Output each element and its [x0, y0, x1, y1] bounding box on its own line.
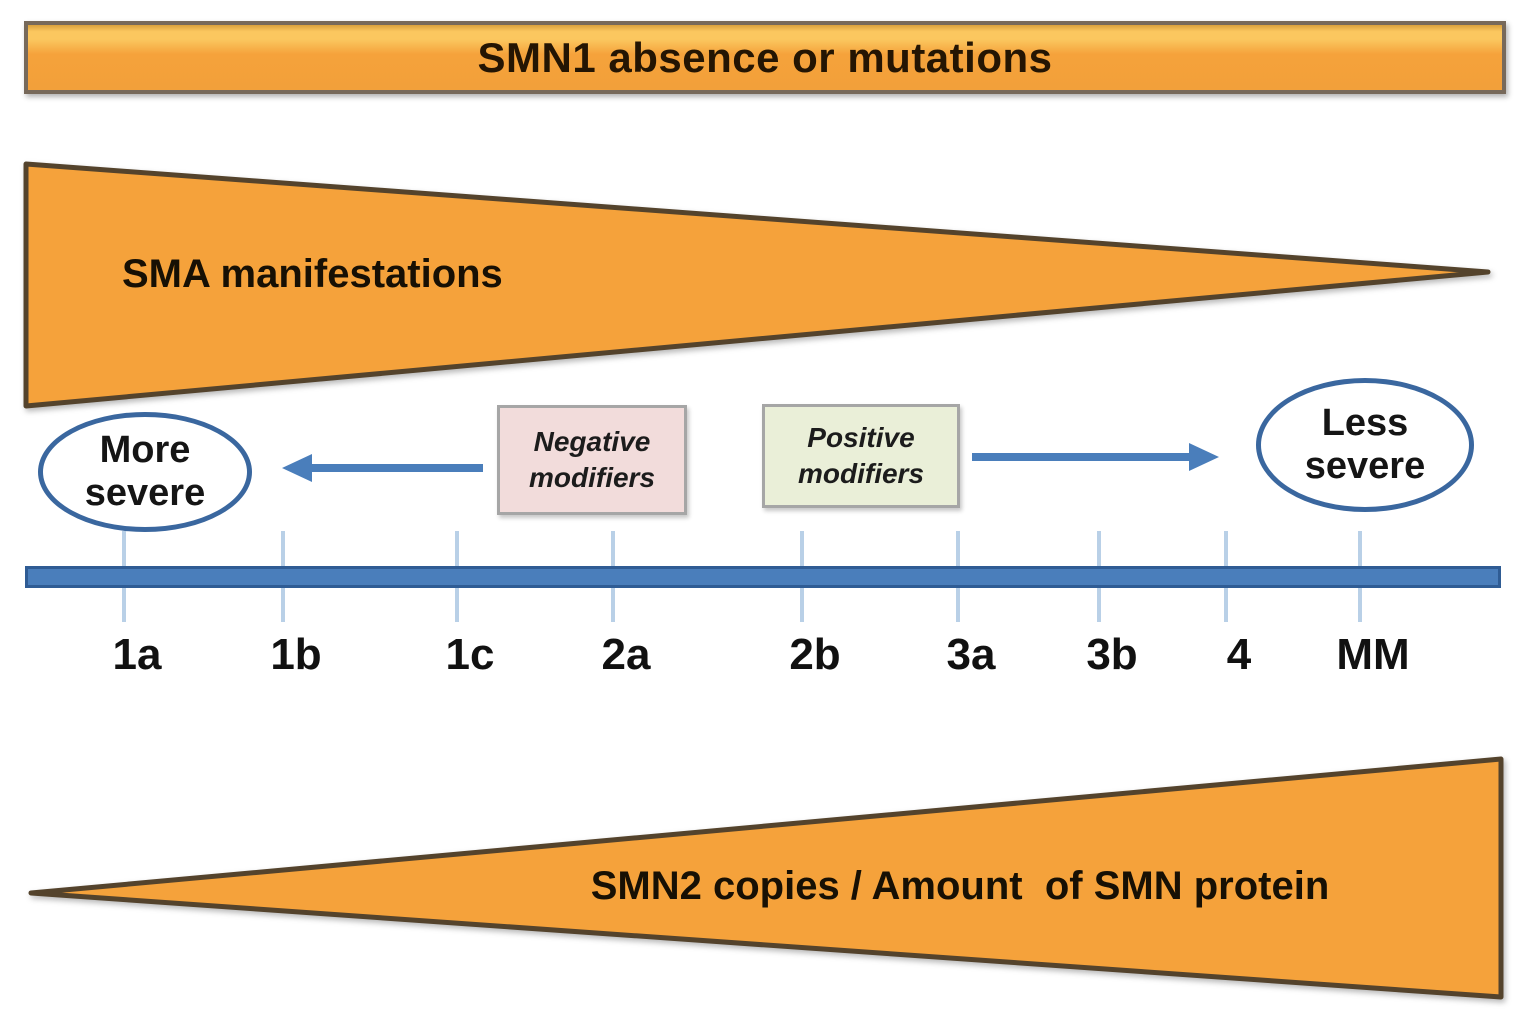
axis-tick-label: MM — [1336, 630, 1410, 679]
axis-tick-label: 1a — [112, 630, 162, 679]
axis-tick-label: 1c — [445, 630, 495, 679]
smn2-copies-triangle — [28, 756, 1504, 1000]
axis-tick-label: 4 — [1226, 630, 1252, 679]
negative-modifiers-box: Negative modifiers — [497, 405, 687, 515]
axis-tick-label: 3a — [946, 630, 996, 679]
smn1-banner: SMN1 absence or mutations — [24, 21, 1506, 94]
less-severe-label: Less severe — [1304, 402, 1426, 487]
positive-modifiers-box: Positive modifiers — [762, 404, 960, 508]
severity-axis-bar — [25, 566, 1501, 588]
right-arrow-icon — [972, 443, 1219, 471]
axis-tick-label: 2a — [601, 630, 651, 679]
more-severe-label: More severe — [84, 429, 206, 514]
smn2-copies-label: SMN2 copies / Amount of SMN protein — [590, 864, 1330, 908]
sma-manifestations-label: SMA manifestations — [122, 252, 503, 296]
less-severe-oval: Less severe — [1256, 378, 1474, 512]
negative-modifiers-label: Negative modifiers — [528, 425, 656, 493]
smn1-banner-label: SMN1 absence or mutations — [477, 33, 1053, 81]
axis-tick-label: 2b — [789, 630, 841, 679]
positive-modifiers-label: Positive modifiers — [797, 421, 925, 489]
more-severe-oval: More severe — [38, 412, 252, 532]
left-arrow-icon — [282, 454, 483, 482]
axis-tick-label: 1b — [270, 630, 322, 679]
sma-manifestations-triangle — [23, 161, 1491, 409]
axis-tick-label: 3b — [1086, 630, 1138, 679]
